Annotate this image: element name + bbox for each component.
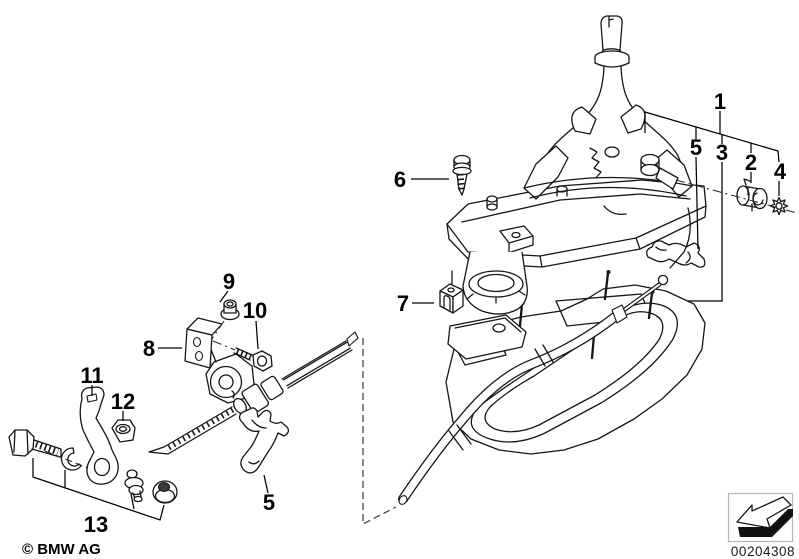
callout-6: 6 bbox=[394, 167, 406, 192]
leader-lines bbox=[32, 111, 798, 525]
nut-part-9 bbox=[220, 299, 240, 321]
bushing-part-2 bbox=[736, 178, 768, 212]
copyright-text: © BMW AG bbox=[22, 541, 101, 558]
callout-5-lower: 5 bbox=[263, 490, 275, 515]
shift-cable bbox=[398, 274, 669, 505]
callout-10: 10 bbox=[243, 298, 267, 323]
intermediate-plate bbox=[447, 314, 527, 360]
document-number: 00204308 bbox=[731, 544, 795, 559]
callout-4: 4 bbox=[774, 159, 787, 184]
callout-13: 13 bbox=[84, 512, 108, 537]
cable-clamp-assembly bbox=[192, 336, 255, 404]
callout-11: 11 bbox=[80, 363, 103, 388]
cable-rod-adjuster bbox=[148, 331, 359, 455]
nav-arrow-button[interactable] bbox=[727, 492, 794, 543]
callout-1: 1 bbox=[714, 89, 726, 114]
detent-hook-part-5 bbox=[646, 240, 706, 268]
bolt-part-10 bbox=[233, 347, 273, 372]
callout-3: 3 bbox=[716, 140, 728, 165]
guide-part-5 bbox=[238, 407, 290, 474]
callout-9: 9 bbox=[223, 269, 235, 294]
callout-7: 7 bbox=[397, 291, 409, 316]
lever-part-11 bbox=[79, 386, 119, 485]
bracket-part-8 bbox=[184, 317, 223, 369]
clamp-part-7 bbox=[439, 270, 464, 314]
callout-5-upper: 5 bbox=[690, 135, 702, 160]
bolt-washer-set-part-13 bbox=[8, 429, 178, 504]
callout-8: 8 bbox=[143, 336, 155, 361]
screw-part-6 bbox=[452, 154, 472, 196]
page-back-arrow-icon bbox=[736, 496, 793, 537]
callout-labels: 1 2 3 4 5 5 6 7 8 9 10 11 12 13 bbox=[80, 89, 787, 537]
callout-12: 12 bbox=[111, 389, 135, 414]
callout-2: 2 bbox=[745, 150, 757, 175]
nut-part-12 bbox=[111, 419, 136, 443]
mounting-plate bbox=[446, 179, 707, 315]
shifter-mechanism bbox=[523, 104, 693, 215]
